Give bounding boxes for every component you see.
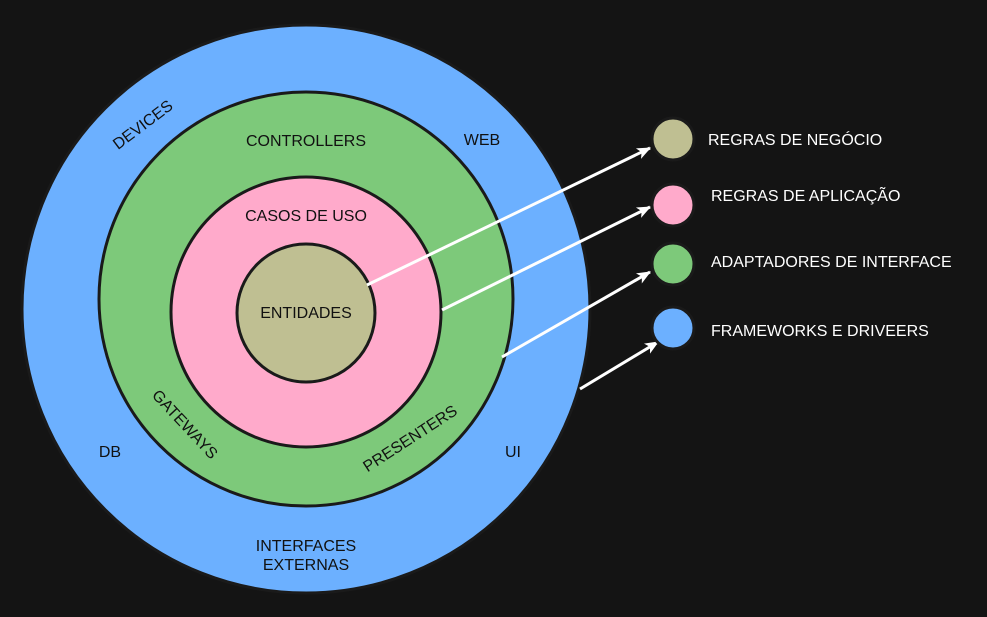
legend-item-frameworks-e-drivers: FRAMEWORKS E DRIVEERS [650,305,929,351]
legend-swatch [650,305,696,351]
controllers-label: CONTROLLERS [246,133,366,150]
casos-de-uso-label: CASOS DE USO [245,208,367,225]
legend: REGRAS DE NEGÓCIO REGRAS DE APLICAÇÃO AD… [650,116,952,351]
entities-core [235,242,377,384]
entidades-label: ENTIDADES [260,305,352,322]
db-label: DB [99,444,121,461]
legend-swatch [650,116,696,162]
arrow-frameworks [579,340,659,391]
arrow-adaptadores [501,270,652,359]
legend-label: REGRAS DE NEGÓCIO [708,130,882,149]
legend-item-adaptadores-de-interface: ADAPTADORES DE INTERFACE [650,241,952,287]
legend-label: FRAMEWORKS E DRIVEERS [711,323,929,340]
interfaces-externas-line1: INTERFACES [256,538,356,555]
web-label: WEB [464,132,500,149]
legend-label: ADAPTADORES DE INTERFACE [711,254,952,271]
legend-item-regras-de-negocio: REGRAS DE NEGÓCIO [650,116,882,162]
ui-label: UI [505,444,521,461]
legend-label: REGRAS DE APLICAÇÃO [711,185,900,205]
legend-swatch [650,241,696,287]
interfaces-externas-line2: EXTERNAS [263,557,349,574]
arrow-entidades [366,146,652,287]
arrow-casos-de-uso [441,205,652,312]
legend-item-regras-de-aplicacao: REGRAS DE APLICAÇÃO [650,182,900,228]
legend-swatch [650,182,696,228]
